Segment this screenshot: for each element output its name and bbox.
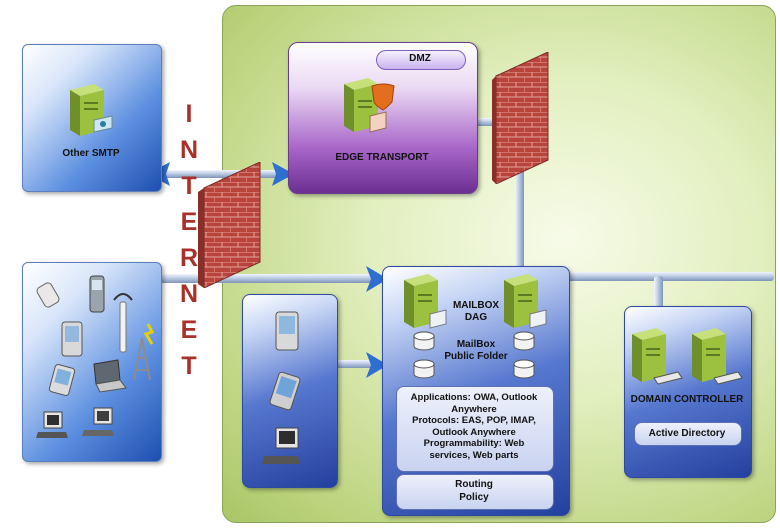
database-icon <box>413 359 435 379</box>
internet-letter: R <box>179 244 199 272</box>
client-devices-icons <box>262 311 301 464</box>
internet-letter: I <box>185 100 193 128</box>
pda-icon <box>48 364 76 396</box>
antenna-icon <box>113 293 133 353</box>
cell-phone-icon <box>89 275 105 313</box>
mailbox-dag-label-2: DAG <box>464 312 488 323</box>
arrow-edge <box>272 162 294 186</box>
services-line: Outlook Anywhere <box>432 426 516 438</box>
pipe-edge-down <box>515 118 524 276</box>
arrow-mailbox-left <box>366 352 388 378</box>
tower-icon <box>133 323 155 381</box>
database-icon <box>513 331 535 351</box>
pipe-dc-drop <box>654 276 663 308</box>
internet-letter: T <box>181 172 197 200</box>
public-folder-label-1: MailBox <box>456 339 496 350</box>
dmz-label: DMZ <box>409 53 431 64</box>
active-directory-panel <box>634 422 742 446</box>
services-line: services, Web parts <box>429 449 519 461</box>
pda-icon <box>61 321 83 357</box>
shield-icon <box>371 83 395 111</box>
dmz-badge <box>376 50 466 70</box>
pda-icon <box>269 371 301 411</box>
active-directory-label: Active Directory <box>648 428 726 439</box>
other-smtp-label: Other SMTP <box>62 148 120 159</box>
firewall-icon <box>198 162 261 288</box>
internet-label: I N T E R N E T <box>174 96 204 384</box>
keyboard-icon <box>713 371 743 385</box>
internet-letter: T <box>181 352 197 380</box>
pda-icon <box>275 311 299 351</box>
services-line: Programmability: Web <box>423 438 525 449</box>
internet-letter: E <box>180 316 198 344</box>
services-line: Protocols: EAS, POP, IMAP, <box>412 415 536 426</box>
services-line: Applications: OWA, Outlook <box>410 392 538 403</box>
server-icon <box>404 274 447 329</box>
mobile-devices-icons <box>36 275 155 438</box>
server-icon <box>692 328 743 385</box>
public-folder-label-2: Public Folder <box>444 351 508 362</box>
keyboard-icon <box>653 371 683 385</box>
pipe-smtp-to-edge <box>160 170 290 178</box>
services-text: Applications: OWA, Outlook Anywhere Prot… <box>396 392 552 461</box>
database-icon <box>513 359 535 379</box>
services-panel <box>396 386 554 472</box>
server-icon <box>344 78 395 133</box>
database-icon <box>413 331 435 351</box>
internet-letter: N <box>179 280 199 308</box>
edge-transport-label: EDGE TRANSPORT <box>335 152 429 163</box>
firewall-icon <box>492 52 549 184</box>
server-icon <box>632 328 683 385</box>
server-icon <box>504 274 547 329</box>
routing-policy-panel <box>396 474 554 510</box>
policy-label: Policy <box>459 492 489 503</box>
desktop-icon <box>262 427 300 464</box>
pipe-mailbox-to-dc <box>560 272 774 281</box>
arrow-mailbox-top <box>366 266 388 292</box>
laptop-icon <box>93 359 127 393</box>
cell-phone-icon <box>36 282 60 308</box>
pipe-internet-to-mailbox <box>160 274 382 283</box>
domain-controller-label: DOMAIN CONTROLLER <box>630 394 744 405</box>
internet-letter: N <box>179 136 199 164</box>
mailbox-dag-label-1: MAILBOX <box>452 300 500 311</box>
internet-letter: E <box>180 208 198 236</box>
desktop-icon <box>82 407 114 436</box>
desktop-icon <box>36 411 68 438</box>
pipe-clients-to-mailbox <box>336 360 382 368</box>
server-icon <box>70 84 113 136</box>
routing-label: Routing <box>455 479 493 490</box>
database-icons <box>413 331 535 379</box>
services-line: Anywhere <box>451 403 497 415</box>
